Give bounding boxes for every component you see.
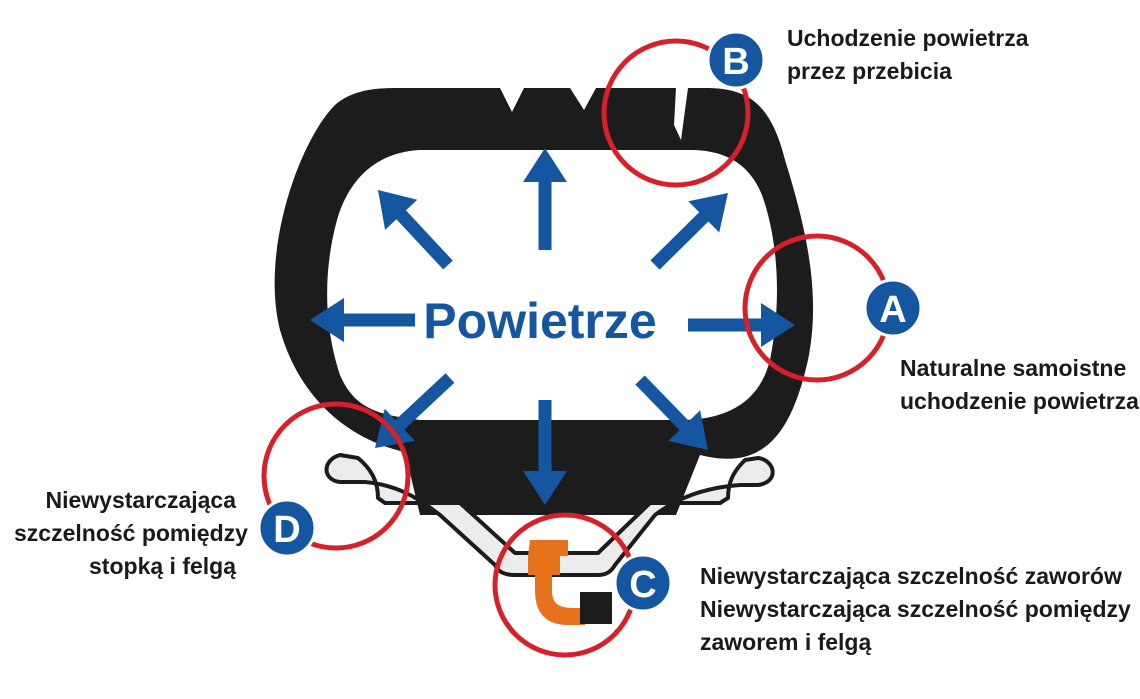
puncture-crack bbox=[674, 88, 688, 140]
caption-d-line-2: szczelność pomiędzy bbox=[14, 520, 248, 546]
center-label: Powietrze bbox=[423, 293, 656, 349]
badge-a: A bbox=[863, 278, 923, 338]
arrow-left bbox=[310, 298, 415, 342]
arrow-right bbox=[688, 303, 795, 347]
badge-b-letter: B bbox=[722, 41, 749, 83]
arrow-down-left bbox=[375, 373, 455, 448]
arrow-up-right bbox=[650, 193, 728, 270]
caption-a: Naturalne samoistne uchodzenie powietrza bbox=[900, 352, 1139, 418]
badge-d: D bbox=[257, 498, 317, 558]
caption-c-line-3: zaworem i felgą bbox=[700, 629, 872, 655]
valve-core bbox=[580, 592, 612, 624]
valve-orange bbox=[528, 540, 585, 625]
ring-b bbox=[601, 38, 751, 188]
caption-a-line-1: Naturalne samoistne bbox=[900, 355, 1127, 381]
wheel-rim bbox=[324, 453, 775, 577]
tread-notch bbox=[500, 88, 524, 112]
caption-b-line-2: przez przebicia bbox=[787, 58, 952, 84]
arrow-down-right bbox=[635, 375, 708, 450]
caption-c-line-2: Niewystarczająca szczelność pomiędzy bbox=[700, 596, 1131, 622]
badge-c: C bbox=[613, 553, 673, 613]
caption-b-line-1: Uchodzenie powietrza bbox=[787, 25, 1029, 51]
tread-notch bbox=[570, 88, 596, 110]
ring-d bbox=[261, 401, 411, 551]
arrow-up bbox=[523, 148, 567, 250]
arrow-up-left bbox=[378, 190, 453, 270]
badge-d-letter: D bbox=[273, 509, 300, 551]
arrow-down bbox=[523, 400, 567, 505]
badge-a-letter: A bbox=[879, 289, 906, 331]
caption-d: Niewystarczająca szczelność pomiędzy sto… bbox=[14, 484, 248, 583]
caption-c: Niewystarczająca szczelność zaworów Niew… bbox=[700, 560, 1131, 659]
caption-a-line-2: uchodzenie powietrza bbox=[900, 388, 1139, 414]
caption-d-line-3: stopką i felgą bbox=[89, 553, 236, 579]
badge-c-letter: C bbox=[629, 564, 656, 606]
caption-b: Uchodzenie powietrza przez przebicia bbox=[787, 22, 1029, 88]
air-pressure-arrows bbox=[310, 148, 795, 505]
caption-c-line-1: Niewystarczająca szczelność zaworów bbox=[700, 563, 1122, 589]
badge-b: B bbox=[706, 30, 766, 90]
caption-d-line-1: Niewystarczająca bbox=[45, 487, 236, 513]
